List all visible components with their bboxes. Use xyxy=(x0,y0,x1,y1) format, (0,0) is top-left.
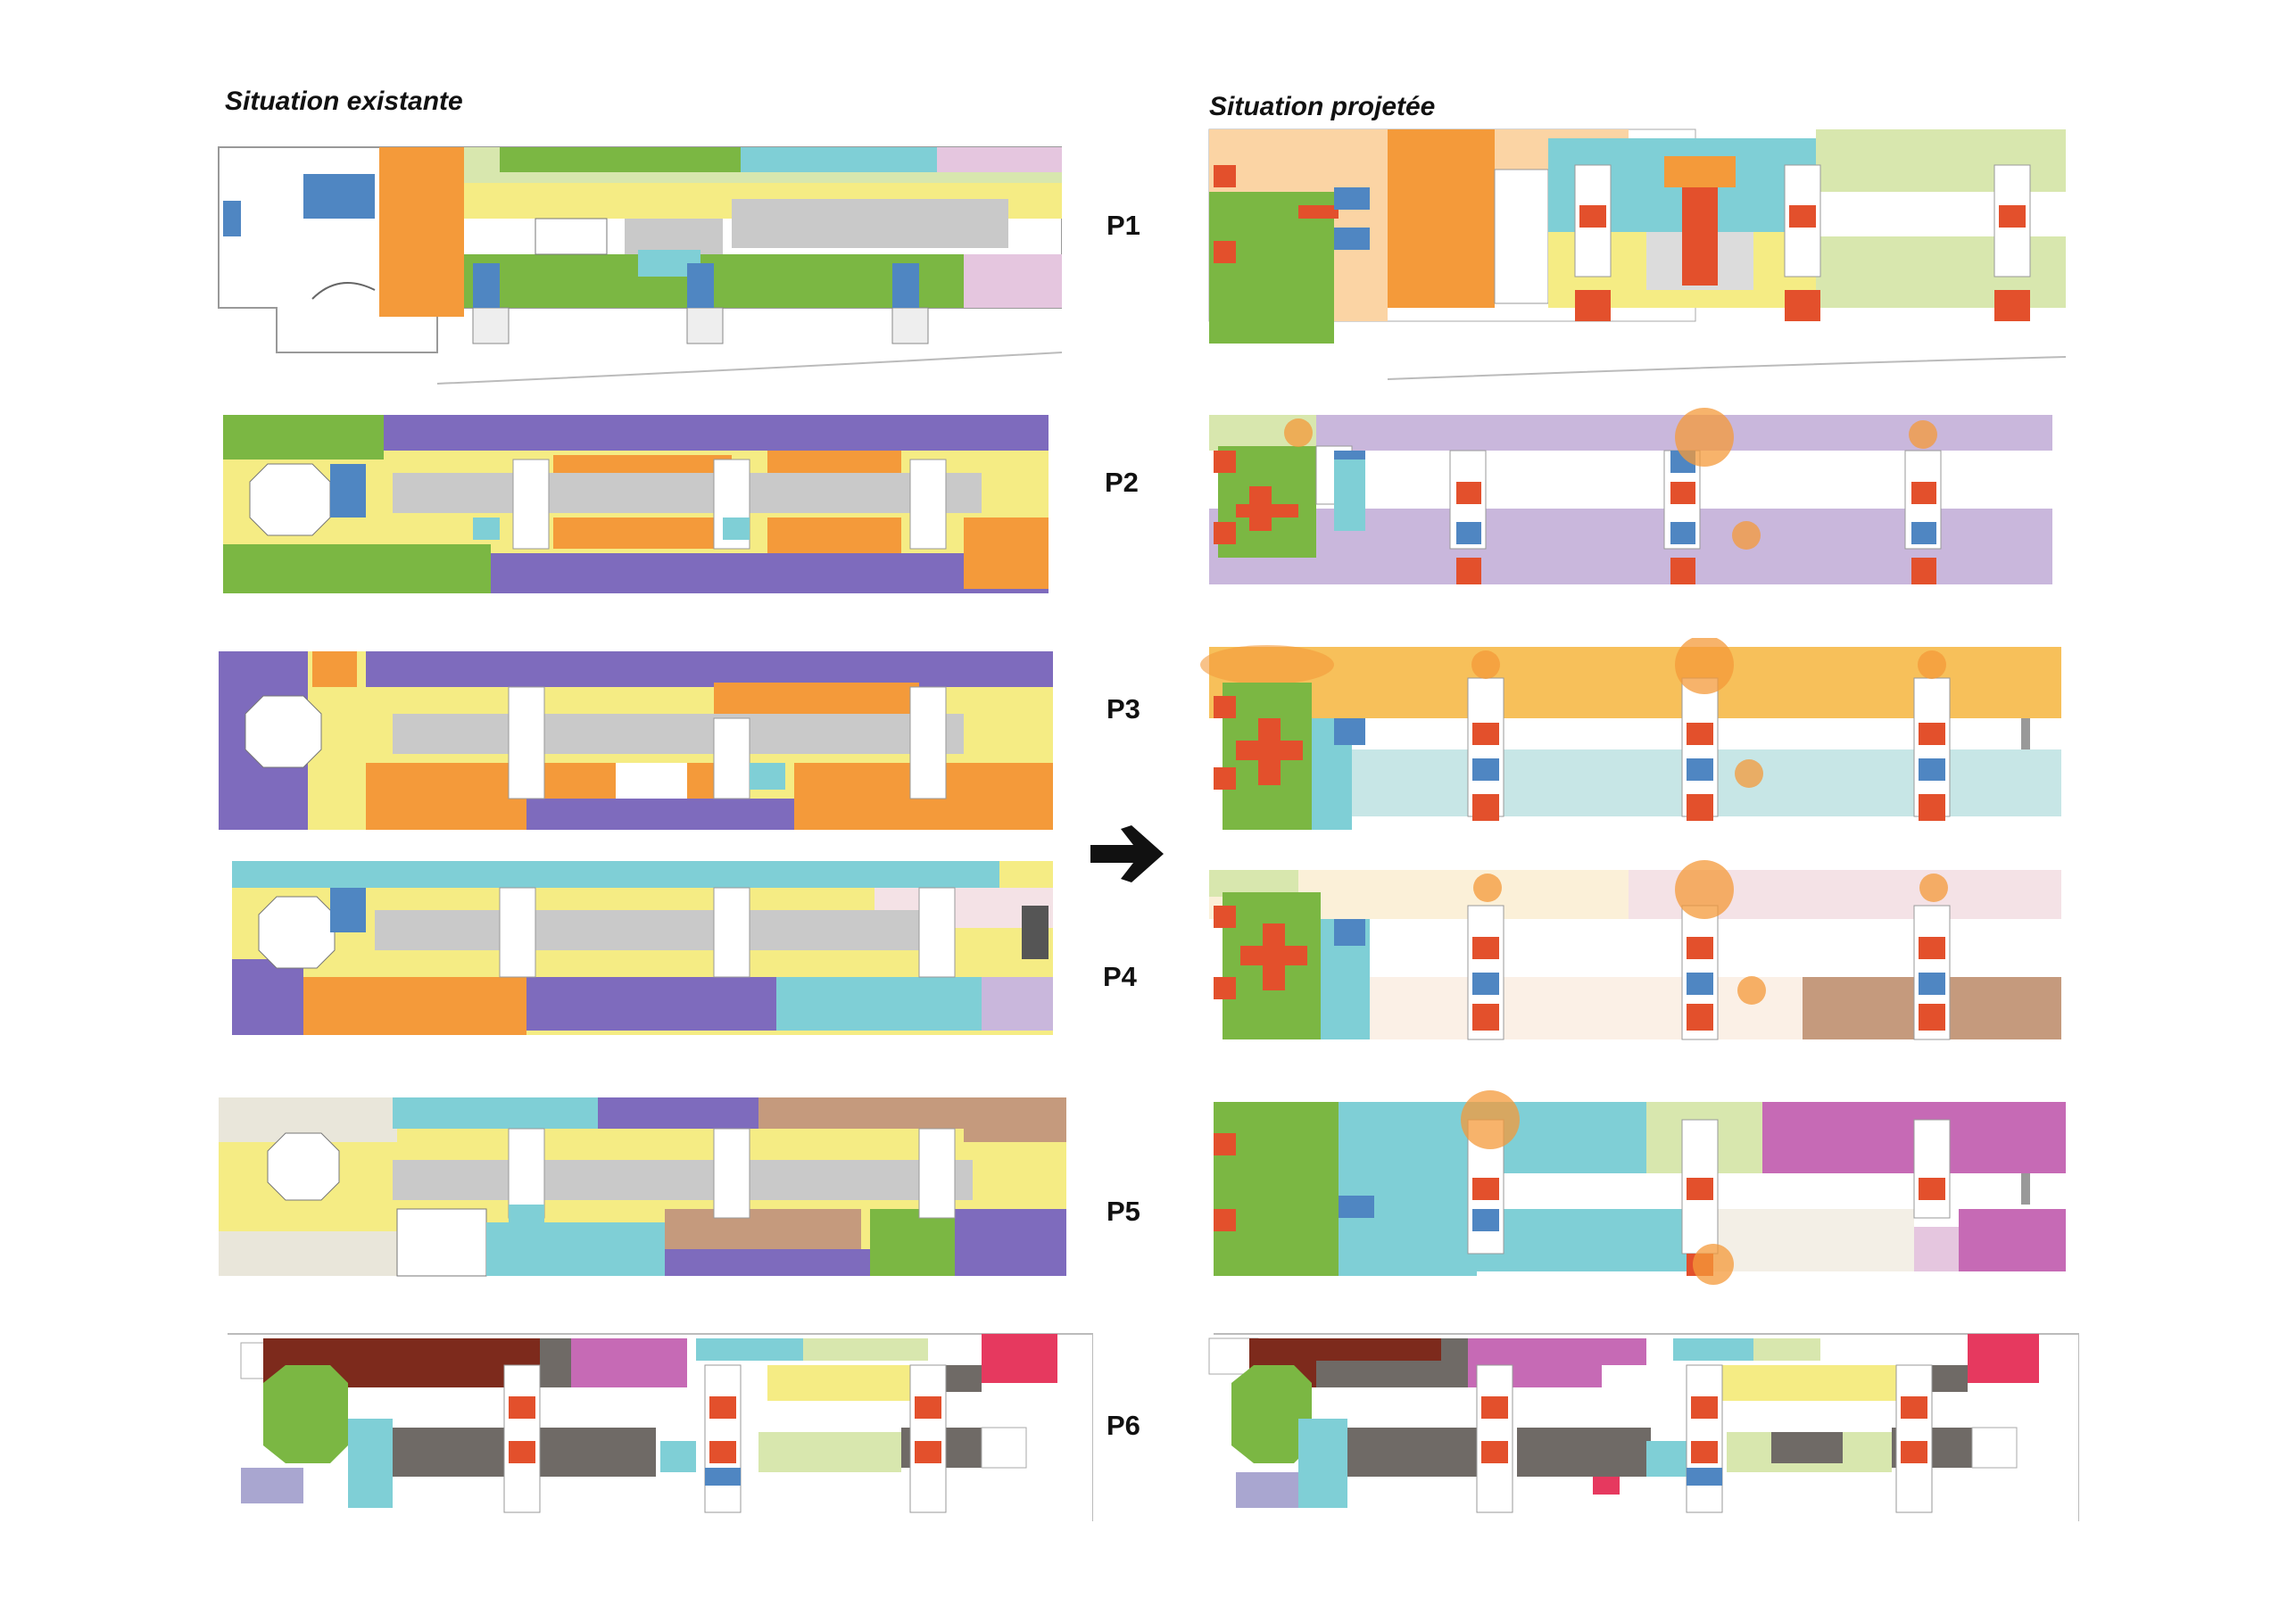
plan-p2-existing xyxy=(223,415,1049,593)
level-label-p4: P4 xyxy=(1103,961,1137,992)
level-label-p5: P5 xyxy=(1107,1196,1140,1227)
title-projected: Situation projetée xyxy=(1209,92,1436,121)
level-label-p2: P2 xyxy=(1105,467,1139,498)
title-existing: Situation existante xyxy=(225,87,463,116)
plan-p3-projected xyxy=(1200,638,2061,830)
plan-p2-projected xyxy=(1209,408,2052,584)
level-label-p3: P3 xyxy=(1107,693,1140,725)
plan-p5-projected xyxy=(1214,1090,2066,1285)
plan-p6-existing xyxy=(228,1333,1093,1521)
level-label-p6: P6 xyxy=(1107,1410,1140,1441)
arrow-right-icon xyxy=(1090,825,1164,882)
plan-p5-existing xyxy=(219,1097,1066,1277)
plan-p1-existing xyxy=(205,138,1062,393)
plan-p3-existing xyxy=(219,651,1053,830)
plan-p6-projected xyxy=(1208,1333,2079,1521)
level-label-p1: P1 xyxy=(1107,210,1140,241)
plan-p4-projected xyxy=(1209,860,2061,1040)
plan-p1-projected xyxy=(1208,128,2067,380)
plan-p4-existing xyxy=(232,861,1053,1035)
